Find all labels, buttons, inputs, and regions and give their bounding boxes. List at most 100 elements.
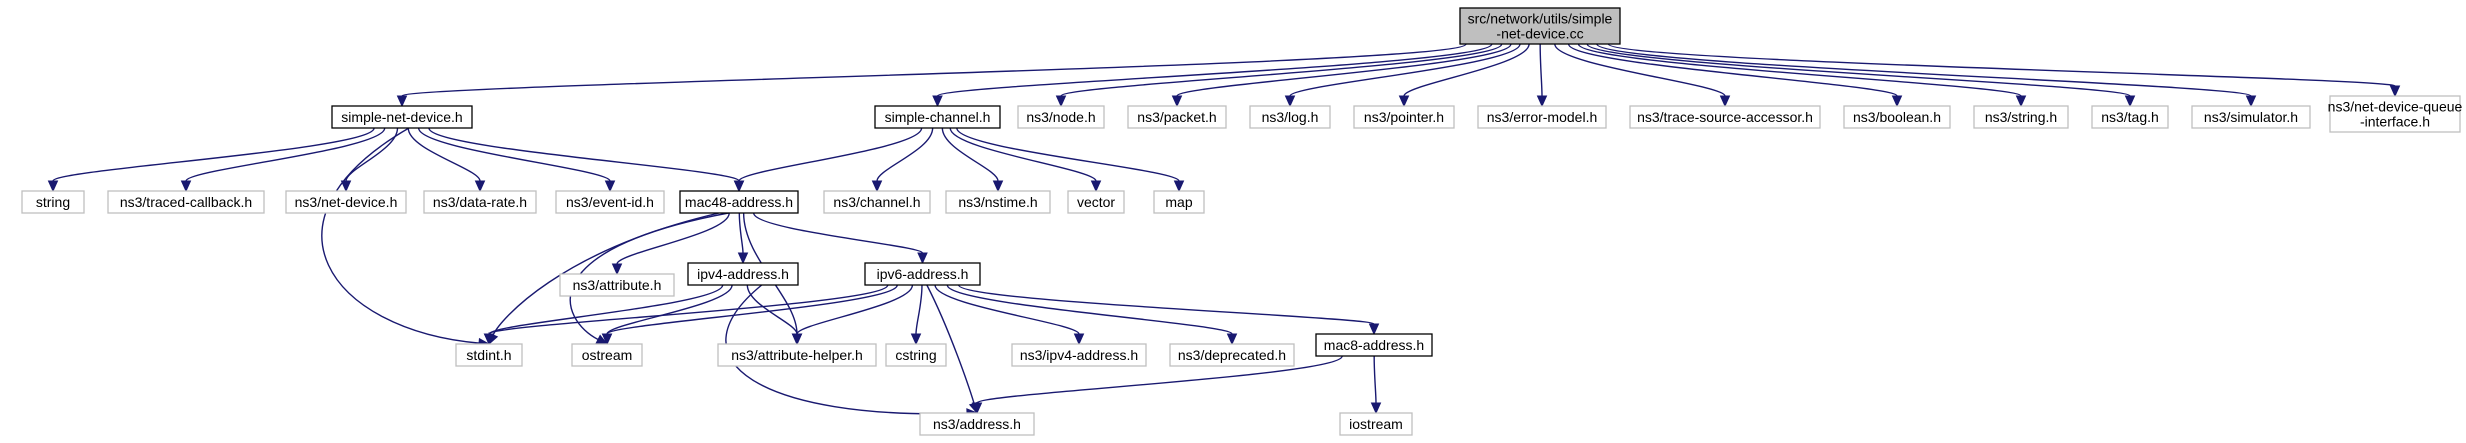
edge-line	[956, 127, 1180, 182]
edge-line	[1567, 43, 1898, 97]
edge-line	[1403, 43, 1530, 97]
edge-ipv6_address_h-to-ns3_deprecated_h	[946, 284, 1238, 346]
edge-line	[488, 284, 889, 335]
node-box	[1353, 105, 1455, 129]
node-ipv6-address-h[interactable]: ipv6-address.h	[864, 262, 981, 286]
node-box	[2191, 105, 2311, 129]
arrowhead	[483, 333, 495, 346]
edge-mac48_address_h-to-ipv4_address_h	[737, 212, 749, 265]
node-ns3-trace-source-accessor-h: ns3/trace-source-accessor.h	[1629, 105, 1821, 129]
node-label: mac48-address.h	[685, 194, 793, 210]
edge-root-to-ns3_trace_source_accessor_h	[1554, 43, 1731, 108]
arrowhead	[47, 180, 59, 193]
edge-line	[976, 355, 1343, 404]
edge-mac8_address_h-to-ns3_address_h	[971, 355, 1343, 415]
edge-line	[401, 43, 1467, 97]
arrowhead	[611, 263, 623, 276]
node-box	[555, 190, 665, 214]
arrowhead	[2124, 95, 2136, 108]
node-box	[823, 190, 931, 214]
node-box	[1067, 190, 1125, 214]
edge-root-to-ns3_error_model_h	[1536, 43, 1548, 108]
arrowhead	[871, 180, 883, 193]
node-mac8-address-h[interactable]: mac8-address.h	[1315, 333, 1433, 357]
node-box	[455, 343, 523, 367]
node-ns3-event-id-h: ns3/event-id.h	[555, 190, 665, 214]
node-cstring: cstring	[885, 343, 947, 367]
node-box	[571, 343, 643, 367]
node-label: ns3/packet.h	[1137, 109, 1216, 125]
arrowhead	[992, 180, 1004, 193]
node-label: ns3/channel.h	[833, 194, 920, 210]
edge-line	[796, 284, 914, 335]
arrowhead	[917, 252, 928, 265]
edge-root-to-ns3_tag_h	[1586, 43, 2136, 108]
arrowhead	[2389, 85, 2401, 98]
edge-mac48_address_h-to-ns3_attribute_h	[611, 212, 730, 276]
node-label: cstring	[895, 347, 936, 363]
edge-simple_channel_h-to-vector	[949, 127, 1102, 193]
node-box	[679, 190, 799, 214]
node-label: ostream	[582, 347, 633, 363]
edge-mac48_address_h-to-ipv6_address_h	[752, 212, 928, 265]
edge-root-to-ns3_packet_h	[1171, 43, 1512, 108]
node-label: ns3/data-rate.h	[433, 194, 527, 210]
edge-line	[949, 127, 1097, 182]
node-label: ns3/deprecated.h	[1178, 347, 1286, 363]
node-box	[107, 190, 265, 214]
arrowhead	[2015, 95, 2027, 108]
edge-line	[1577, 43, 2022, 97]
edge-root-to-ns3_simulator_h	[1596, 43, 2257, 108]
node-ns3-log-h: ns3/log.h	[1249, 105, 1331, 129]
node-ns3-channel-h: ns3/channel.h	[823, 190, 931, 214]
edge-line	[941, 127, 999, 182]
edge-mac8_address_h-to-iostream	[1370, 355, 1382, 415]
node-ipv4-address-h[interactable]: ipv4-address.h	[687, 262, 799, 286]
node-label: ns3/traced-callback.h	[120, 194, 252, 210]
edge-root-to-ns3_boolean_h	[1567, 43, 1903, 108]
arrowhead	[1398, 95, 1410, 108]
node-ns3-packet-h: ns3/packet.h	[1127, 105, 1227, 129]
edge-line	[345, 127, 399, 182]
node-label: src/network/utils/simple	[1468, 11, 1613, 27]
edge-root-to-ns3_node_h	[1055, 43, 1503, 108]
node-ns3-deprecated-h: ns3/deprecated.h	[1169, 343, 1295, 367]
arrowhead	[604, 180, 616, 193]
arrowhead	[1055, 95, 1067, 108]
node-ns3-string-h: ns3/string.h	[1973, 105, 2069, 129]
edge-simple_net_device_h-to-ns3_traced_callback_h	[180, 127, 386, 193]
edge-root-to-ns3_net_device_queue_interface_h	[1607, 43, 2401, 98]
node-box	[1169, 343, 1295, 367]
edge-line	[417, 127, 611, 182]
node-simple-channel-h[interactable]: simple-channel.h	[874, 105, 1001, 129]
edge-line	[606, 284, 733, 335]
node-label: map	[1165, 194, 1192, 210]
edge-root-to-ns3_string_h	[1577, 43, 2027, 108]
node-label: mac8-address.h	[1324, 337, 1424, 353]
node-ns3-error-model-h: ns3/error-model.h	[1477, 105, 1607, 129]
edge-ipv6_address_h-to-stdint_h	[483, 284, 889, 346]
node-label: stdint.h	[466, 347, 511, 363]
arrowhead	[971, 402, 983, 415]
node-ns3-ipv4-address-h: ns3/ipv4-address.h	[1011, 343, 1147, 367]
edge-line	[1176, 43, 1512, 97]
edge-ipv6_address_h-to-cstring	[910, 284, 923, 346]
node-label: ns3/nstime.h	[958, 194, 1037, 210]
node-box	[1315, 333, 1433, 357]
node-ns3-simulator-h: ns3/simulator.h	[2191, 105, 2311, 129]
node-ostream: ostream	[571, 343, 643, 367]
node-label: ns3/attribute.h	[573, 277, 662, 293]
node-stdint-h: stdint.h	[455, 343, 523, 367]
node-box	[2329, 95, 2461, 133]
node-label: ipv4-address.h	[697, 266, 789, 282]
node-map: map	[1153, 190, 1205, 214]
node-box	[559, 273, 675, 297]
node-ns3-net-device-queue-interface-h: ns3/net-device-queue-interface.h	[2328, 95, 2463, 133]
node-mac48-address-h[interactable]: mac48-address.h	[679, 190, 799, 214]
edge-line	[488, 284, 724, 335]
node-simple-net-device-h[interactable]: simple-net-device.h	[331, 105, 473, 129]
edge-line	[926, 284, 975, 404]
node-box	[423, 190, 537, 214]
node-ns3-data-rate-h: ns3/data-rate.h	[423, 190, 537, 214]
node-root[interactable]: src/network/utils/simple-net-device.cc	[1459, 7, 1621, 45]
